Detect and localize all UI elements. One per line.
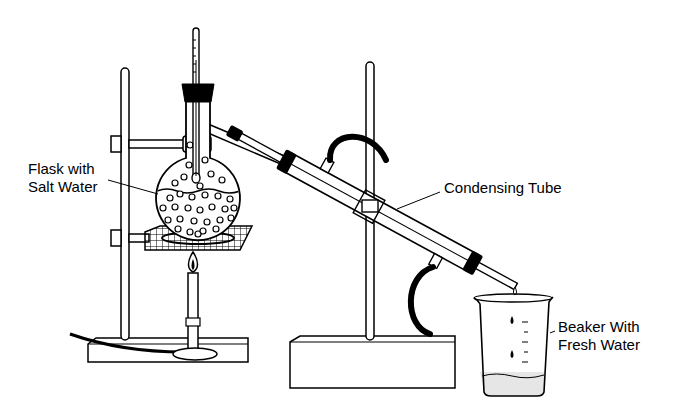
stand-base (88, 338, 248, 362)
beaker (474, 297, 553, 396)
stand-base (290, 336, 455, 388)
callout-label: Flask with Salt Water (28, 160, 108, 196)
inner-tube-line (290, 164, 469, 261)
jacket-collar (462, 250, 483, 275)
flame-core (192, 259, 195, 270)
label-box: Flask with Salt Water (28, 160, 108, 196)
gas-hose (70, 334, 184, 352)
leader-line (397, 192, 440, 209)
clamp-knob (111, 136, 121, 152)
water-hose (330, 137, 386, 160)
burner-collar (186, 318, 200, 326)
beaker-rim (474, 294, 552, 302)
fresh-water (480, 372, 545, 396)
clamp-bar (129, 140, 185, 148)
water-line (157, 189, 240, 193)
burner-base (173, 348, 217, 360)
graduations (522, 322, 528, 362)
graduation-drops (511, 316, 514, 358)
inner-tube (230, 129, 517, 290)
water-surface (482, 374, 544, 378)
thermometer-ticks (193, 40, 196, 72)
clamp-holder (362, 200, 378, 212)
burner-tube (188, 273, 198, 349)
callout-label: Condensing Tube (444, 179, 562, 197)
leader-line (108, 180, 158, 194)
water-hose (411, 267, 433, 334)
label-box: Beaker With Fresh Water (558, 318, 654, 354)
condenser (218, 111, 526, 306)
callout-label: Beaker With Fresh Water (558, 318, 654, 354)
stopper (182, 84, 214, 102)
label-box: Condensing Tube (444, 179, 562, 197)
joint-collar (226, 125, 244, 142)
flame (189, 252, 198, 272)
stand-rod (121, 68, 129, 340)
stand-base-edge (290, 341, 455, 342)
condenser-jacket (282, 153, 478, 272)
jacket-collar (276, 149, 297, 174)
condenser-clamp (353, 190, 385, 223)
thermometer-column (196, 60, 197, 176)
leader-line (550, 331, 555, 333)
clamp-knob (111, 230, 121, 246)
